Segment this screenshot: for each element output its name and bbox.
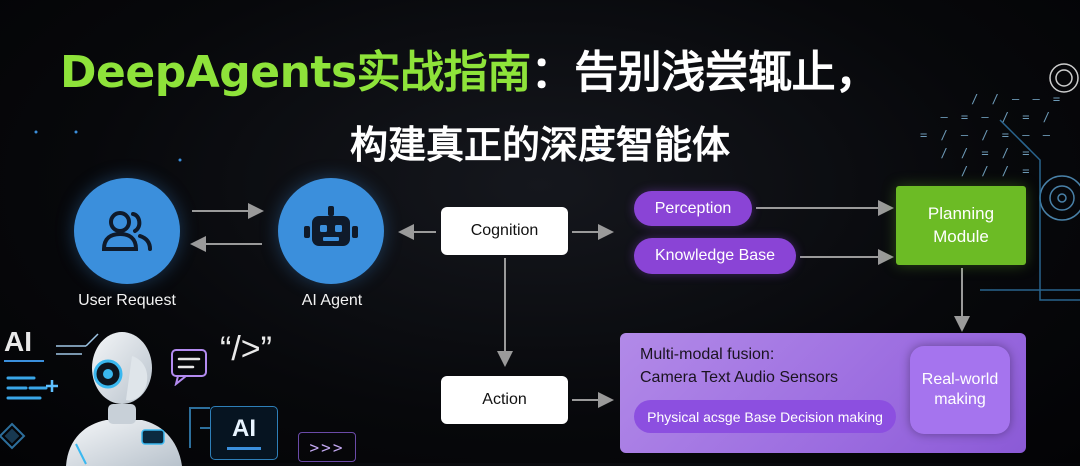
fusion-inputs: Camera Text Audio Sensors bbox=[640, 369, 839, 386]
code-lines-icon bbox=[6, 376, 58, 400]
action-node: Action bbox=[441, 376, 568, 424]
ai-chip-underline bbox=[227, 447, 261, 450]
ai-label-underline bbox=[4, 360, 44, 362]
fusion-title: Multi-modal fusion: bbox=[640, 346, 775, 363]
planning-line1: Planning bbox=[927, 204, 995, 224]
cognition-node: Cognition bbox=[441, 207, 568, 255]
ai-agent-label: AI Agent bbox=[301, 292, 363, 309]
knowledge-base-node: Knowledge Base bbox=[634, 238, 796, 274]
real-line2: making bbox=[934, 391, 986, 408]
robot-icon bbox=[304, 206, 358, 246]
title-highlight: DeepAgents实战指南 bbox=[60, 47, 531, 98]
chat-bubble-icon bbox=[171, 349, 207, 386]
planning-line2: Module bbox=[933, 226, 989, 246]
user-request-node bbox=[74, 178, 180, 284]
ai-agent-node bbox=[278, 178, 384, 284]
circuit-lines-decoration bbox=[189, 407, 210, 448]
user-request-label: User Request bbox=[78, 292, 176, 309]
code-tag-decoration: “/>” bbox=[220, 330, 272, 368]
connector-decoration bbox=[56, 333, 99, 355]
users-icon bbox=[101, 211, 152, 251]
planning-module-node: Planning Module bbox=[896, 186, 1026, 265]
ai-label-decoration: AI bbox=[4, 326, 32, 357]
diamond-icon bbox=[0, 422, 26, 450]
chevrons-decoration: >>> bbox=[298, 432, 356, 462]
ai-chip-label: AI bbox=[232, 415, 256, 442]
title-rest: ：告别浅尝辄止， bbox=[530, 47, 880, 98]
ai-chip-icon: AI bbox=[210, 406, 278, 460]
real-world-making-node: Real-world making bbox=[910, 346, 1010, 434]
code-glyphs-decoration: / / — — = — = — / = / = / — / = — — / / … bbox=[920, 92, 1064, 178]
page-title: DeepAgents实战指南：告别浅尝辄止， bbox=[60, 36, 1020, 100]
chevrons-text: >>> bbox=[309, 437, 345, 457]
humanoid-robot-illustration bbox=[66, 332, 182, 466]
fusion-decision-pill: Physical acsge Base Decision making bbox=[634, 400, 896, 433]
page-subtitle: 构建真正的深度智能体 bbox=[349, 123, 730, 167]
perception-node: Perception bbox=[634, 191, 752, 226]
real-line1: Real-world bbox=[921, 371, 999, 388]
